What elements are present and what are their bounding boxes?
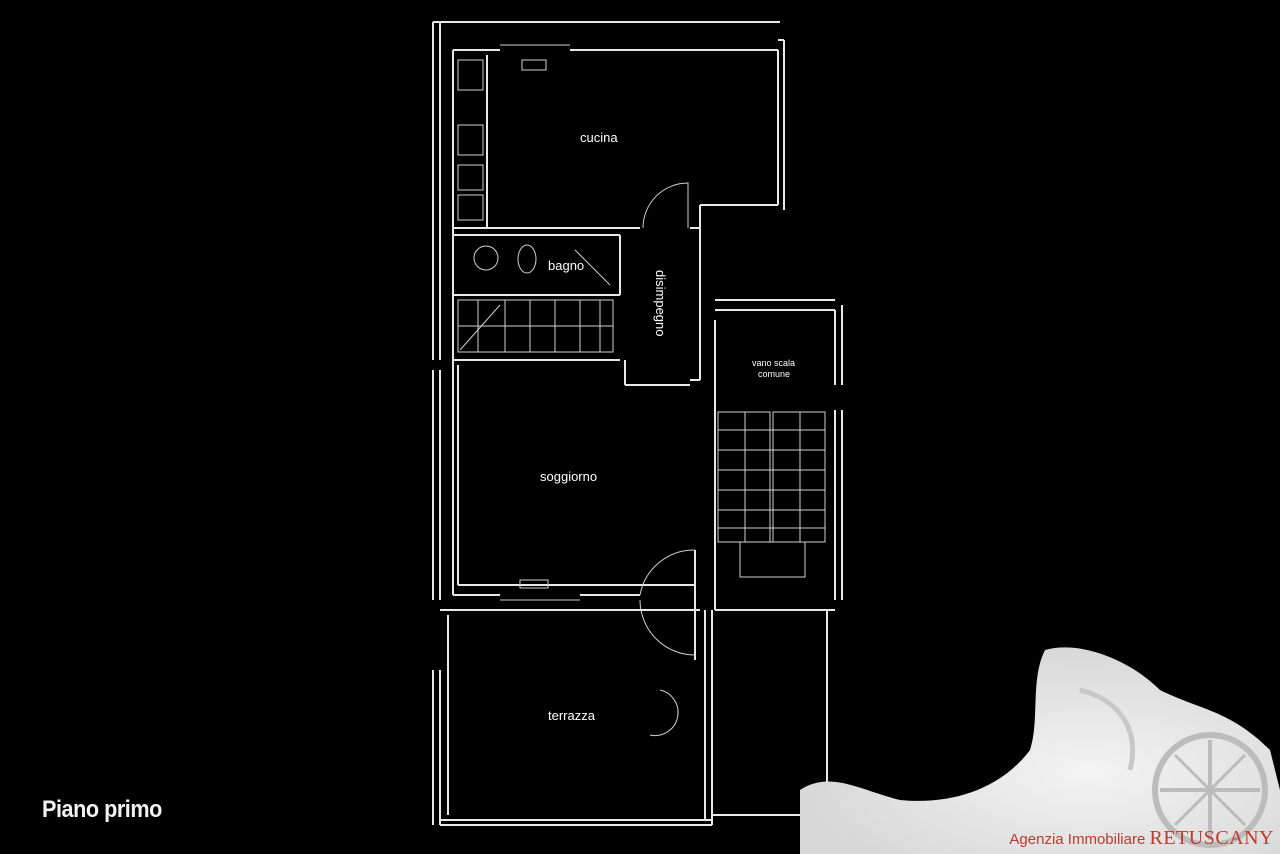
bathroom-room: bagno bbox=[453, 234, 621, 296]
inner-staircase bbox=[457, 299, 614, 353]
agency-name: Agenzia Immobiliare RETUSCANY bbox=[1009, 827, 1274, 850]
outer-walls bbox=[432, 21, 785, 826]
terrace-label: terrazza bbox=[548, 708, 596, 723]
stairwell-room: vano scala comune bbox=[712, 299, 843, 820]
floor-title: Piano primo bbox=[42, 796, 162, 823]
stairwell-label-line1: vano scala bbox=[752, 358, 795, 368]
kitchen-label: cucina bbox=[580, 130, 618, 145]
agency-logo-watermark bbox=[800, 647, 1280, 854]
bathroom-label: bagno bbox=[548, 258, 584, 273]
kitchen-room: cucina bbox=[453, 44, 778, 230]
living-room: soggiorno bbox=[453, 359, 696, 660]
stairwell-label-line2: comune bbox=[758, 369, 790, 379]
terrace-room: terrazza bbox=[440, 609, 713, 825]
agency-brand: RETUSCANY bbox=[1149, 827, 1274, 849]
agency-prefix: Agenzia Immobiliare bbox=[1009, 831, 1146, 848]
living-room-label: soggiorno bbox=[540, 469, 597, 484]
closet-room: disimpegno bbox=[624, 230, 701, 386]
closet-label: disimpegno bbox=[653, 270, 668, 337]
